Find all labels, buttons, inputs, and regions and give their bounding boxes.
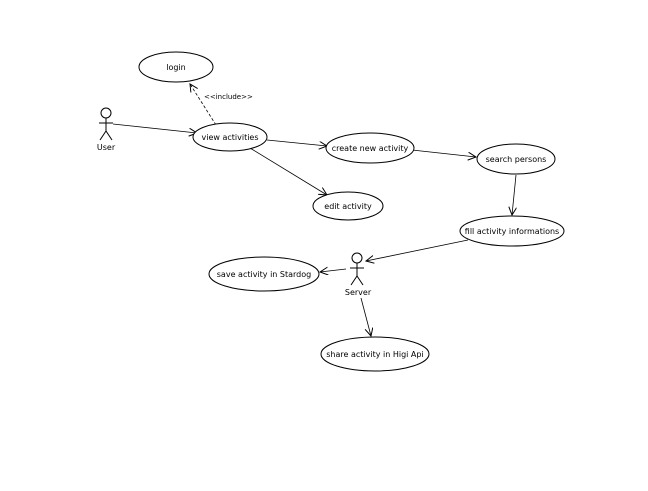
use-case-search-persons: search persons (476, 143, 556, 175)
edge-server-to-share-activity-higi (360, 297, 371, 336)
edge-view-activities-to-edit-activity (249, 147, 327, 195)
edge-server-to-save-activity-stardog (320, 269, 347, 272)
use-case-edit-activity: edit activity (312, 191, 384, 221)
actor-server-label: Server (345, 288, 372, 297)
actor-user-label: User (97, 143, 116, 152)
edge-view-activities-include-login (190, 84, 217, 126)
use-case-edit-activity-label: edit activity (324, 202, 372, 211)
include-stereotype-label: <<include>> (204, 93, 253, 101)
actor-user: User (97, 107, 116, 152)
use-case-fill-activity-informations-label: fill activity informations (465, 227, 559, 236)
use-case-login-label: login (166, 63, 186, 72)
use-case-view-activities: view activities (192, 122, 268, 152)
use-case-save-activity-stardog-label: save activity in Stardog (217, 270, 311, 279)
use-case-create-new-activity: create new activity (325, 132, 415, 164)
edge-search-persons-to-fill-activity-informations (512, 174, 516, 215)
edge-view-activities-to-create-new-activity (266, 139, 327, 146)
use-case-save-activity-stardog: save activity in Stardog (208, 256, 320, 292)
use-case-login: login (138, 51, 214, 83)
edge-create-new-activity-to-search-persons (411, 149, 476, 157)
edge-user-to-view-activities (112, 123, 197, 133)
actor-server-icon (350, 252, 364, 286)
use-case-fill-activity-informations: fill activity informations (459, 215, 565, 247)
use-case-view-activities-label: view activities (201, 133, 258, 142)
edge-fill-activity-informations-to-server (366, 239, 469, 261)
use-case-share-activity-higi: share activity in Higi Api (320, 336, 430, 372)
use-case-share-activity-higi-label: share activity in Higi Api (326, 350, 423, 359)
actor-server: Server (345, 252, 372, 297)
actor-user-icon (99, 107, 113, 141)
use-case-create-new-activity-label: create new activity (332, 144, 409, 153)
use-case-search-persons-label: search persons (486, 155, 547, 164)
